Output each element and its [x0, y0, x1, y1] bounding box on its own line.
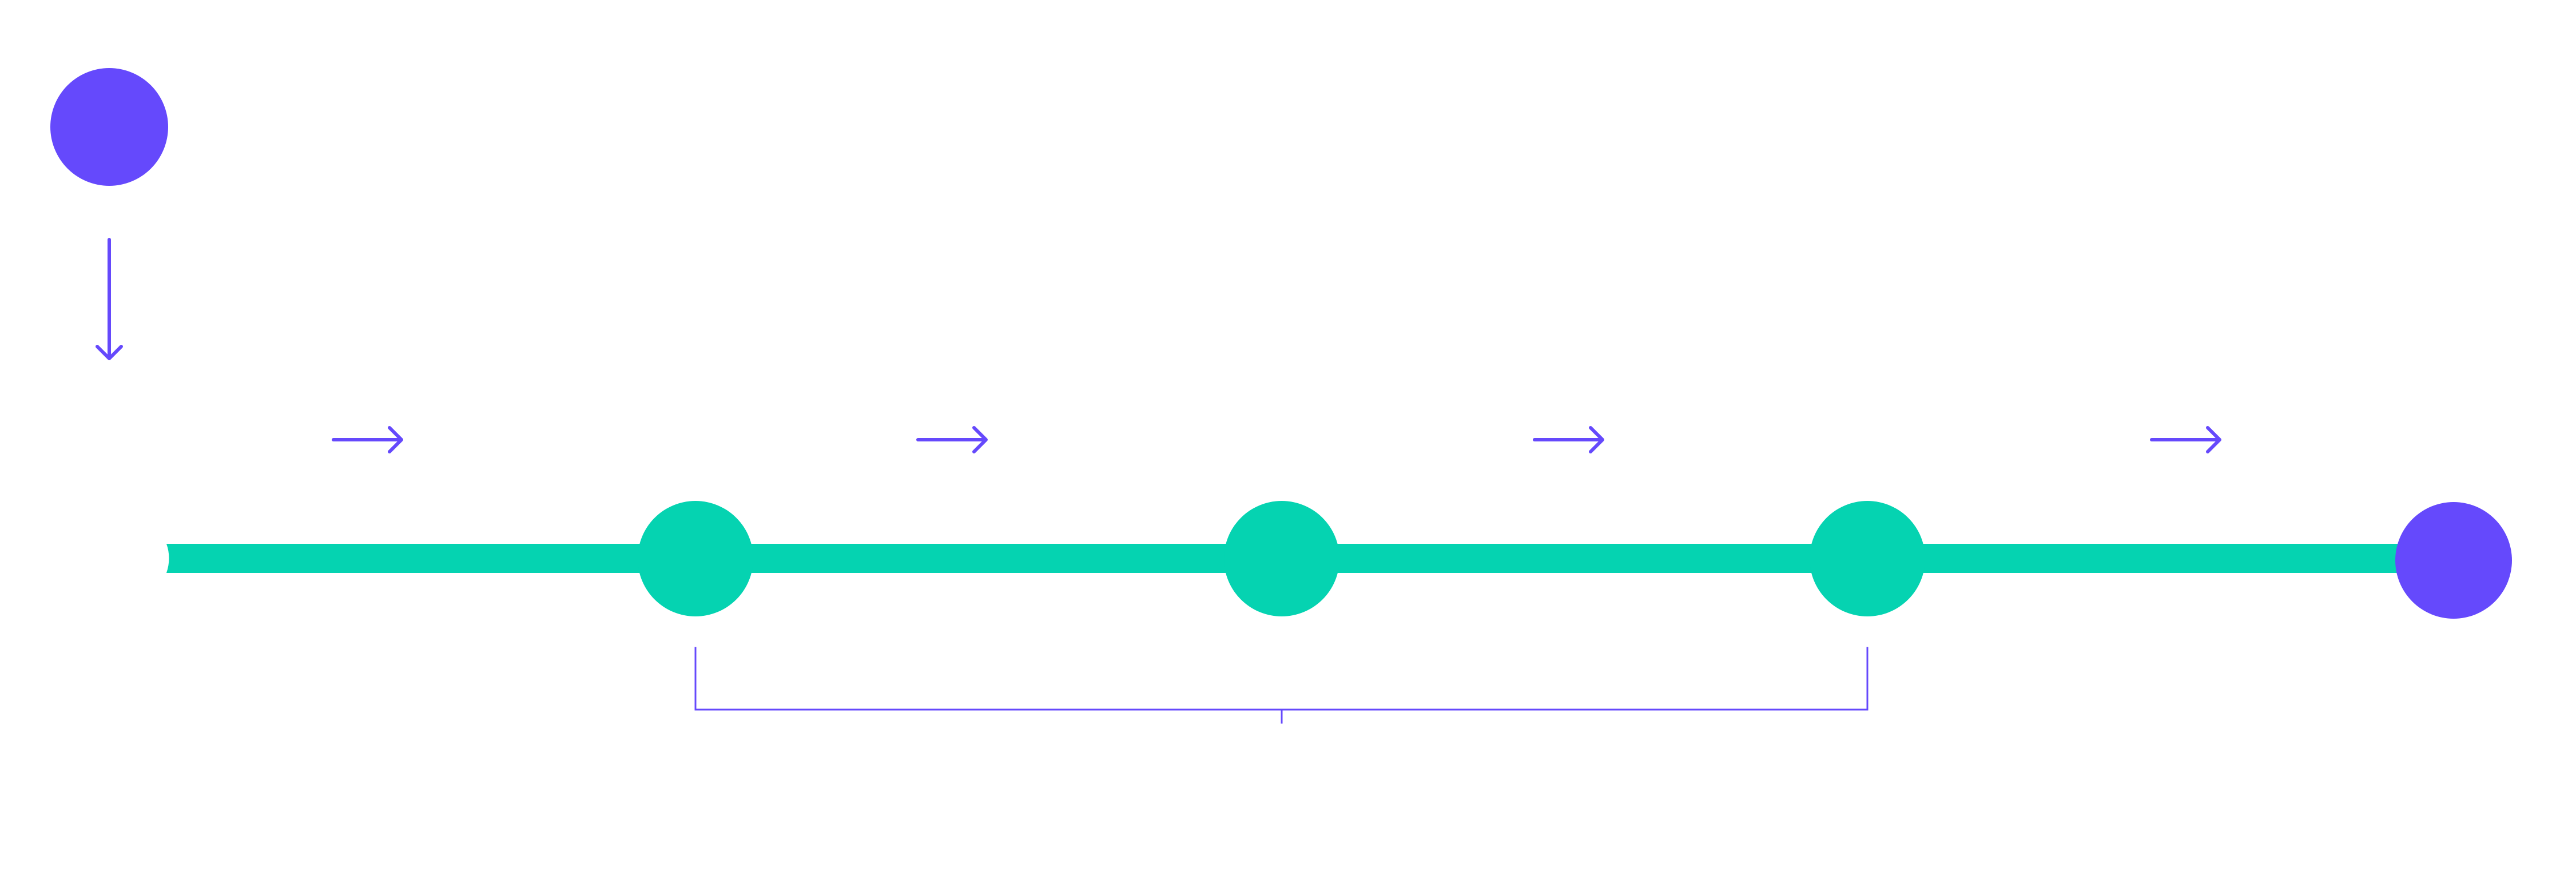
- timeline-stop: [1224, 501, 1339, 616]
- arrow-right-icon: [1533, 426, 1604, 453]
- arrow-right-icon: [916, 426, 988, 453]
- timeline-stop: [638, 501, 753, 616]
- arrow-right-icon: [332, 426, 403, 453]
- timeline-stop: [1810, 501, 1925, 616]
- start-node: [50, 68, 168, 186]
- arrow-down-icon: [96, 238, 123, 360]
- arrow-right-icon: [2150, 426, 2221, 453]
- end-node: [2395, 502, 2512, 619]
- range-bracket: [694, 647, 1869, 724]
